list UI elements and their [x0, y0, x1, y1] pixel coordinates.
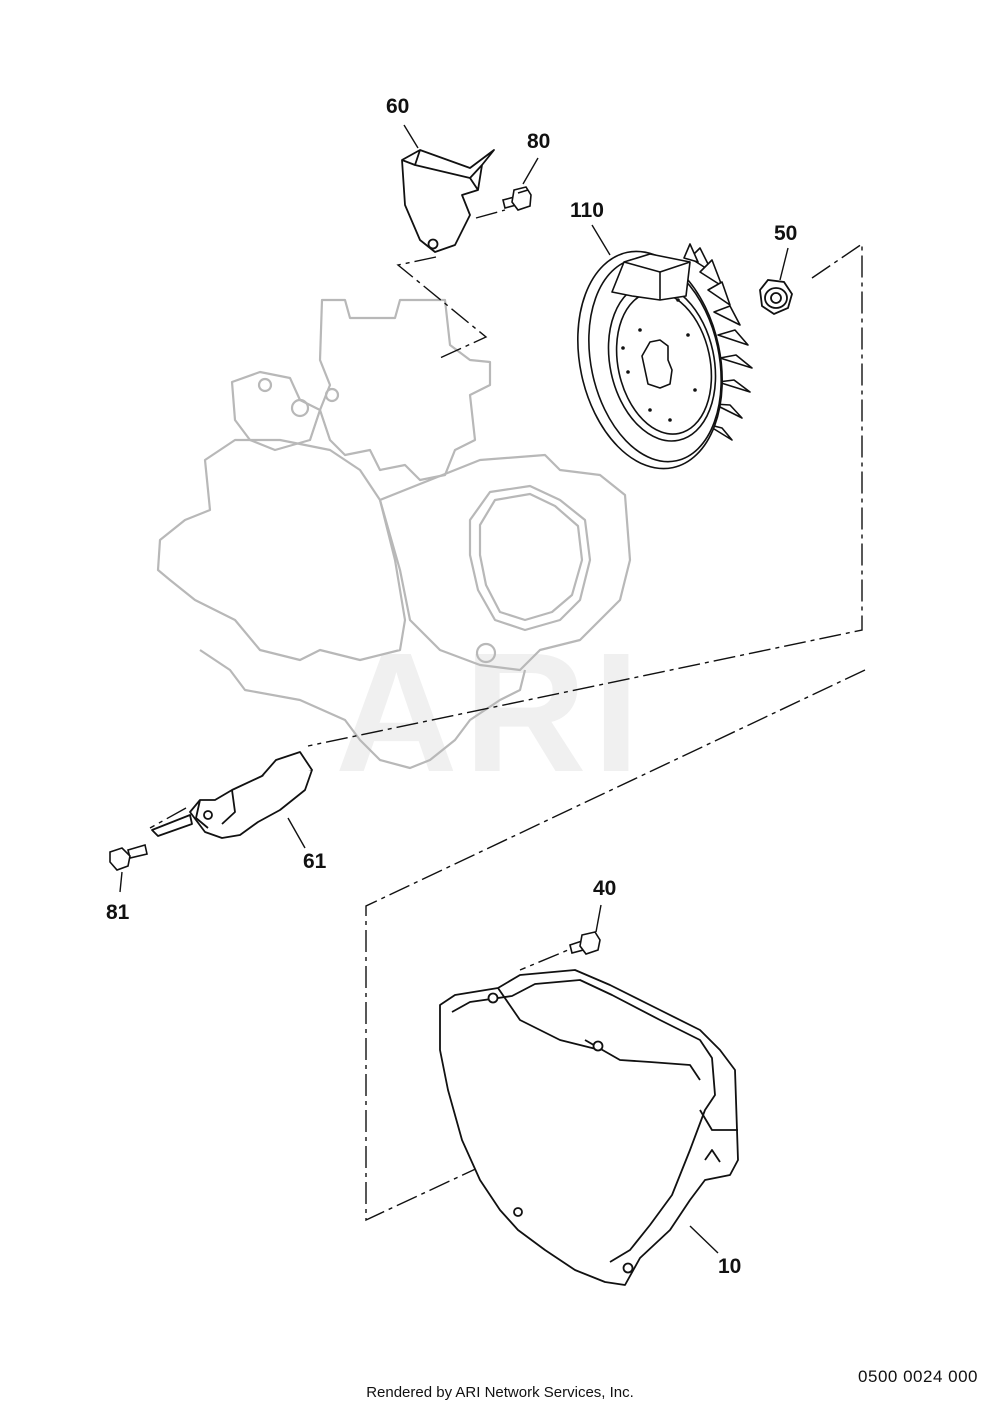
callout-10: 10: [718, 1255, 742, 1278]
callout-60: 60: [386, 95, 410, 118]
watermark-logo: ARI: [335, 618, 646, 808]
callout-61: 61: [303, 850, 327, 873]
callout-81: 81: [106, 901, 130, 924]
callout-80: 80: [527, 130, 551, 153]
leader-lines: [119, 124, 789, 1254]
engine-block-outline: [156, 298, 632, 770]
bolt-80: [502, 186, 532, 211]
drawing-number: 0500 0024 000: [858, 1367, 978, 1386]
bracket-60: [401, 149, 495, 253]
blower-housing-10: [439, 969, 739, 1286]
credit-line: Rendered by ARI Network Services, Inc.: [366, 1384, 634, 1401]
bolt-81: [109, 843, 148, 871]
callout-110: 110: [570, 199, 604, 222]
callout-40: 40: [593, 877, 617, 900]
nut-50: [759, 279, 793, 316]
flywheel-110: [577, 243, 753, 470]
bracket-61: [151, 751, 313, 839]
callout-50: 50: [774, 222, 798, 245]
bolt-40: [569, 931, 601, 955]
